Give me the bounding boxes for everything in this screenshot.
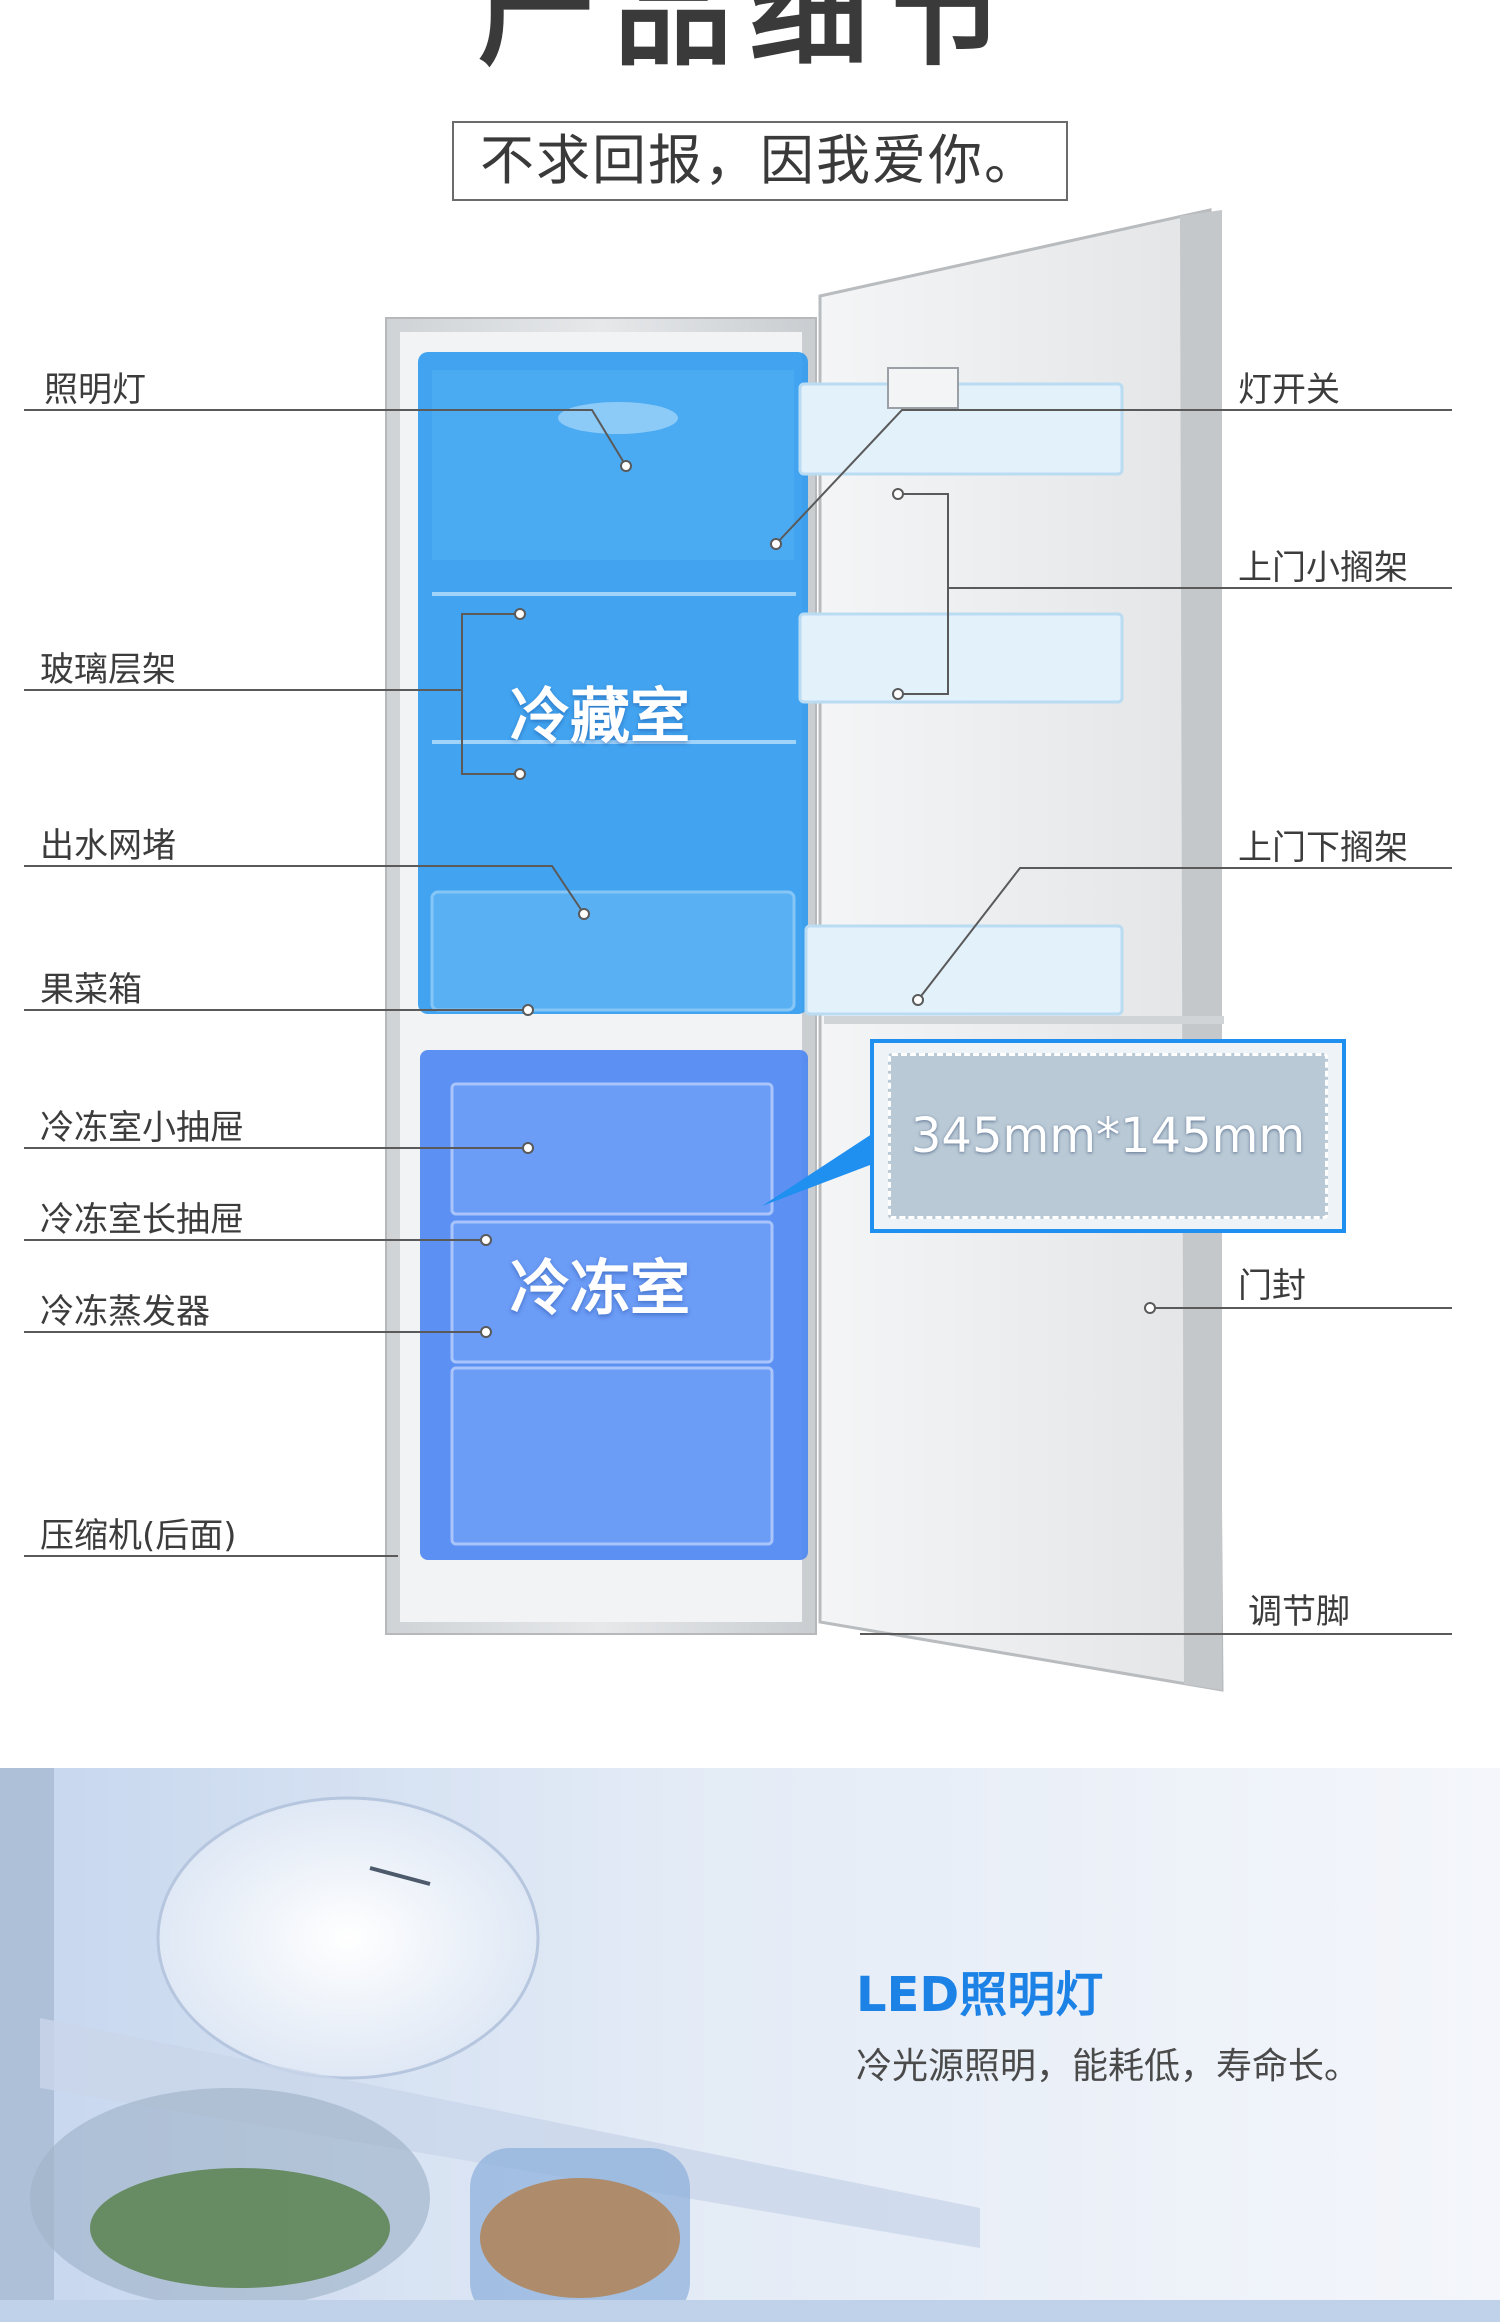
left-leader-dots <box>480 460 632 1338</box>
light-switch <box>887 367 959 409</box>
page-title: 产品细节 <box>477 0 1022 82</box>
label-door-seal: 门封 <box>1238 1266 1306 1306</box>
slogan-box: 不求回报，因我爱你。 <box>452 121 1068 201</box>
door-shelf-top <box>798 382 1124 476</box>
door-shelf-middle <box>798 612 1124 704</box>
label-long-freezer-drawer: 冷冻室长抽屉 <box>40 1200 244 1240</box>
fridge-compartment <box>418 352 808 1014</box>
drawer-photo <box>888 1053 1328 1219</box>
label-light: 照明灯 <box>44 370 146 410</box>
label-crisper: 果菜箱 <box>40 970 142 1010</box>
fridge-zone-label: 冷藏室 <box>510 682 690 752</box>
fridge-diagram <box>24 208 1452 1692</box>
left-leader-lines <box>24 409 627 1557</box>
freezer-zone-label: 冷冻室 <box>510 1254 690 1324</box>
light-fixture <box>558 402 678 434</box>
label-compressor: 压缩机(后面) <box>40 1516 237 1556</box>
label-adjustable-foot: 调节脚 <box>1248 1592 1350 1632</box>
label-lower-door-shelf: 上门下搁架 <box>1238 828 1408 868</box>
label-evaporator: 冷冻蒸发器 <box>40 1292 210 1332</box>
feature-title: LED照明灯 <box>856 1967 1104 2023</box>
led-lamp <box>156 1796 540 2080</box>
label-glass-shelf: 玻璃层架 <box>40 650 176 690</box>
label-light-switch: 灯开关 <box>1238 370 1340 410</box>
right-leader-dots <box>770 488 1156 1314</box>
dimension-pointer <box>762 1130 878 1206</box>
led-feature-photo <box>0 1768 1500 2322</box>
drawer-dimension-box <box>870 1039 1346 1233</box>
drawer-dimension-text: 345mm*145mm <box>910 1108 1306 1164</box>
right-leader-lines <box>775 409 1452 1635</box>
label-water-filter: 出水网堵 <box>40 826 176 866</box>
feature-description: 冷光源照明，能耗低，寿命长。 <box>856 2046 1361 2087</box>
door-shelf-bottom <box>804 924 1124 1016</box>
label-small-freezer-drawer: 冷冻室小抽屉 <box>40 1108 244 1148</box>
label-upper-door-shelf: 上门小搁架 <box>1238 548 1408 588</box>
